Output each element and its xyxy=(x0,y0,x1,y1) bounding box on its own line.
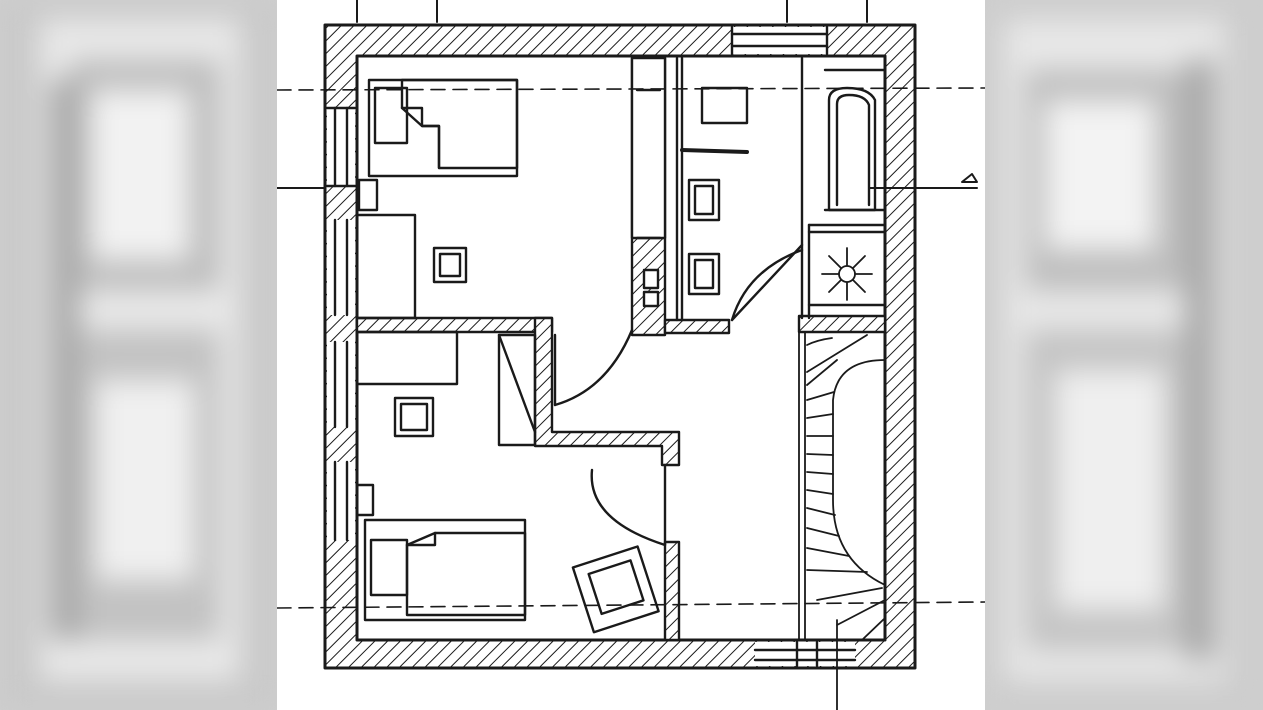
wardrobe-upper xyxy=(630,56,667,240)
light-star-icon xyxy=(821,247,873,301)
window-left-upper xyxy=(325,106,357,188)
blurred-background-right xyxy=(985,0,1263,710)
staircase xyxy=(798,331,886,710)
floor-plan-drawing xyxy=(277,0,985,710)
window-bottom-right xyxy=(753,640,857,668)
floor-plan-sheet xyxy=(277,0,985,710)
window-top-right xyxy=(730,25,829,56)
interior-wall-bath-bottom xyxy=(663,318,731,335)
armchair xyxy=(571,545,660,634)
door-lower-bedroom xyxy=(590,468,667,547)
chair-lower-room xyxy=(393,396,435,438)
interior-wall-stair-top xyxy=(797,314,887,334)
window-left-mid xyxy=(327,218,355,317)
interior-wall-core xyxy=(533,316,681,467)
outer-wall xyxy=(323,23,917,670)
table-lower-room xyxy=(355,330,459,386)
chair-upper-room xyxy=(432,246,468,284)
window-left-lower xyxy=(327,340,355,542)
section-line-top xyxy=(277,87,985,91)
desk-upper-room xyxy=(355,213,417,320)
wardrobe-lower xyxy=(497,333,537,447)
bathtub xyxy=(823,68,887,212)
door-bathroom xyxy=(730,248,804,322)
interior-wall-horizontal-left xyxy=(355,316,554,334)
section-line-bottom xyxy=(277,601,985,609)
toilet-1 xyxy=(687,178,721,222)
sink-top xyxy=(700,86,749,125)
shower-tray xyxy=(807,223,887,320)
bed-lower xyxy=(363,518,527,622)
toilet-2 xyxy=(687,252,721,296)
interior-wall-lower-right xyxy=(663,540,681,642)
bed-upper xyxy=(367,78,519,178)
section-marker-triangle xyxy=(961,173,978,183)
door-upper-bedroom xyxy=(553,328,634,407)
blurred-background-left xyxy=(0,0,277,710)
